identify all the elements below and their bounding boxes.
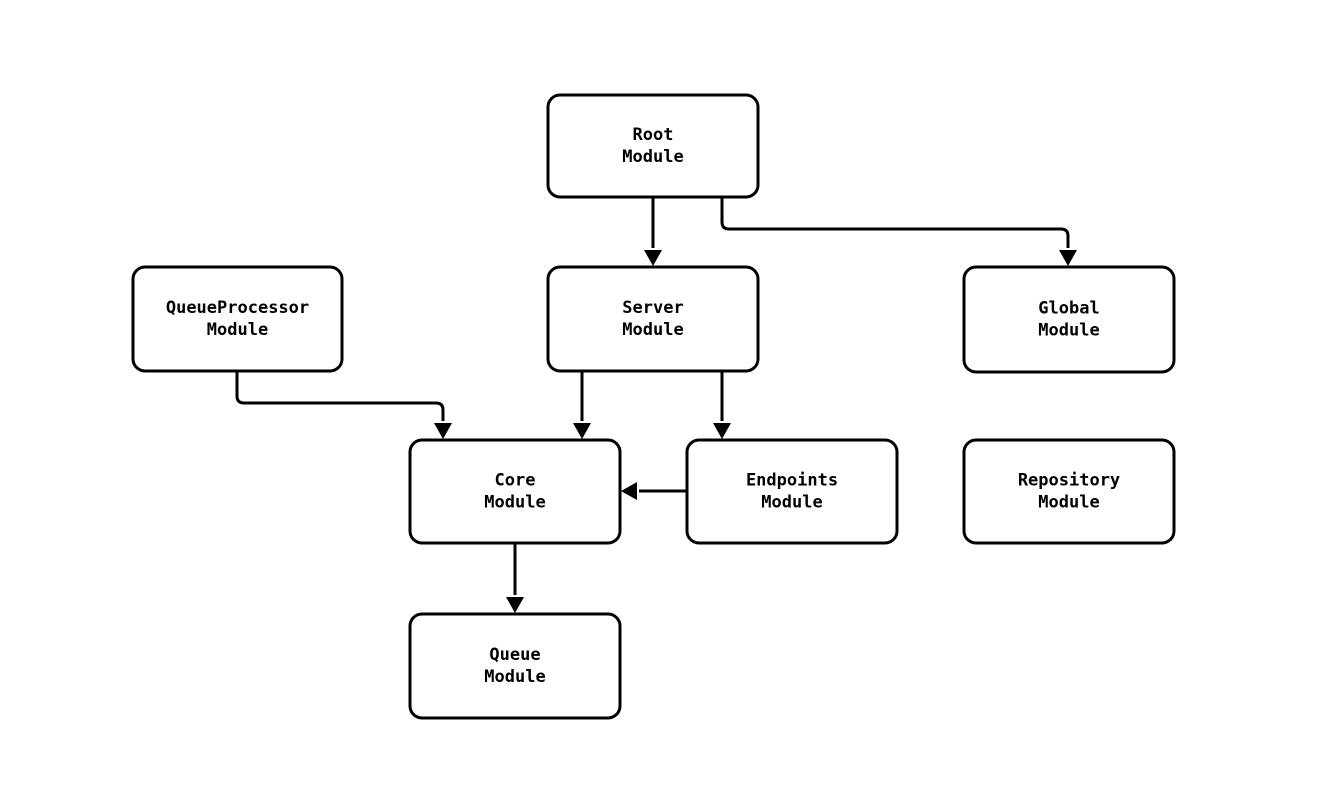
edge-server-to-endpoints: [713, 371, 731, 439]
edge-line: [720, 197, 1070, 248]
node-label-line1: Queue: [489, 645, 540, 665]
node-box[interactable]: [685, 438, 899, 545]
node-label-line2: Module: [622, 147, 683, 167]
node-box[interactable]: [131, 265, 344, 373]
node-label-line1: Repository: [1018, 471, 1120, 491]
node-label-line1: Server: [622, 298, 683, 318]
node-label-line1: QueueProcessor: [166, 298, 309, 318]
node-label-line2: Module: [1038, 321, 1099, 341]
arrowhead-icon: [713, 423, 731, 439]
nodes-layer: RootModuleQueueProcessorModuleServerModu…: [131, 93, 1176, 720]
node-label-line2: Module: [1038, 493, 1099, 513]
node-label-line2: Module: [484, 493, 545, 513]
node-label-line1: Endpoints: [746, 471, 838, 491]
edge-line: [235, 371, 445, 421]
node-box[interactable]: [546, 265, 760, 373]
arrowhead-icon: [434, 423, 452, 439]
edge-queueprocessor-to-core: [235, 371, 452, 439]
node-box[interactable]: [962, 438, 1176, 545]
node-box[interactable]: [408, 612, 622, 720]
node-box[interactable]: [962, 265, 1176, 374]
node-label-line1: Root: [633, 125, 674, 145]
arrowhead-icon: [621, 482, 637, 500]
arrowhead-icon: [506, 597, 524, 613]
edge-root-to-server: [644, 197, 662, 266]
arrowhead-icon: [644, 250, 662, 266]
edge-endpoints-to-core: [621, 482, 687, 500]
edge-server-to-core: [573, 371, 591, 439]
edge-core-to-queue: [506, 543, 524, 613]
node-label-line2: Module: [484, 667, 545, 687]
node-label-line2: Module: [207, 320, 268, 340]
edge-root-to-global: [720, 197, 1077, 266]
node-label-line1: Core: [495, 471, 536, 491]
arrowhead-icon: [573, 423, 591, 439]
node-box[interactable]: [408, 438, 622, 545]
node-box[interactable]: [546, 93, 760, 199]
arrowhead-icon: [1059, 250, 1077, 266]
node-label-line2: Module: [761, 493, 822, 513]
node-label-line2: Module: [622, 320, 683, 340]
edges-layer: [235, 197, 1077, 613]
node-label-line1: Global: [1038, 299, 1099, 319]
